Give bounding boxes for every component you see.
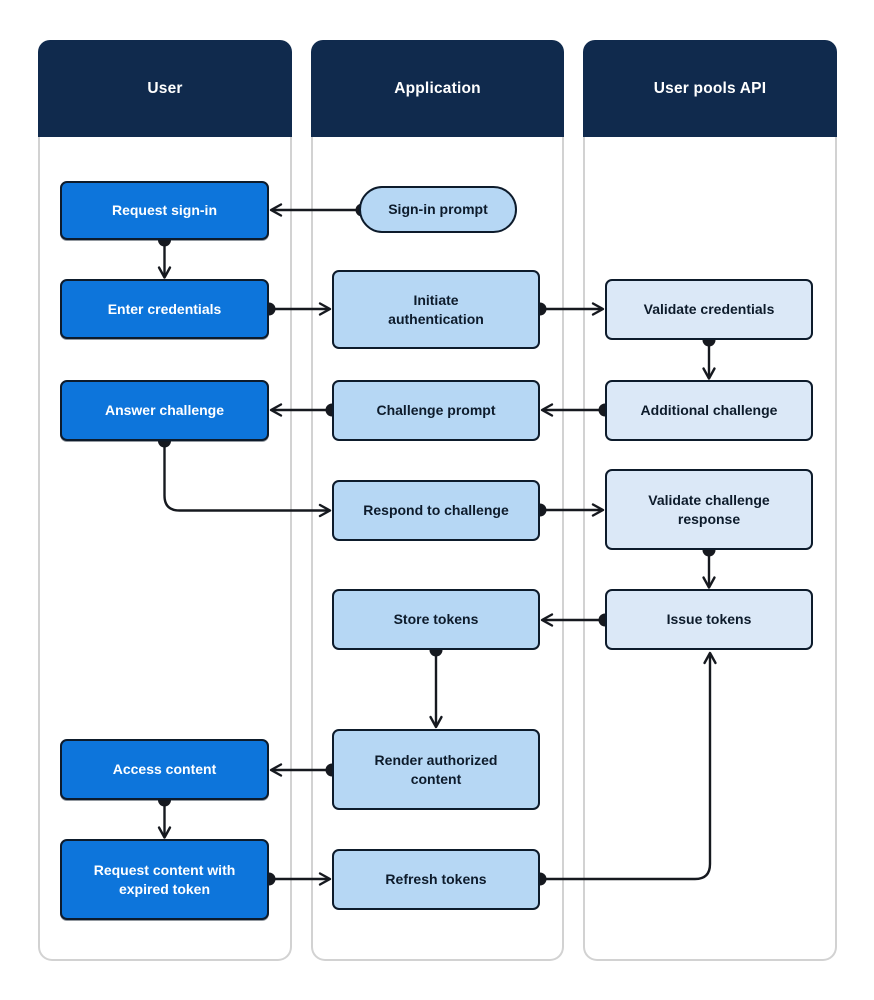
node-label: Render authorized content [374, 752, 498, 787]
node-label: Validate credentials [643, 301, 775, 318]
node-challenge-prompt: Challenge prompt [332, 380, 540, 441]
node-request-sign-in: Request sign-in [60, 181, 269, 240]
node-label: Initiate authentication [388, 292, 484, 327]
node-label: Respond to challenge [363, 502, 509, 519]
node-request-content-with-expired-token: Request content with expired token [60, 839, 269, 920]
lane-body-user [38, 137, 292, 961]
node-sign-in-prompt: Sign-in prompt [359, 186, 517, 233]
lane-header-application: Application [311, 40, 564, 137]
lane-body-application [311, 137, 564, 961]
node-label: Validate challenge response [648, 492, 770, 527]
node-issue-tokens: Issue tokens [605, 589, 813, 650]
node-store-tokens: Store tokens [332, 589, 540, 650]
node-additional-challenge: Additional challenge [605, 380, 813, 441]
node-label: Request content with expired token [93, 862, 236, 897]
node-render-authorized-content: Render authorized content [332, 729, 540, 810]
node-respond-to-challenge: Respond to challenge [332, 480, 540, 541]
node-label: Store tokens [393, 611, 479, 628]
lane-header-user: User [38, 40, 292, 137]
node-label: Challenge prompt [376, 402, 496, 419]
node-label: Sign-in prompt [388, 201, 488, 218]
lane-title: User [147, 79, 183, 97]
node-label: Request sign-in [111, 202, 217, 219]
lane-title: User pools API [653, 79, 767, 97]
node-refresh-tokens: Refresh tokens [332, 849, 540, 910]
node-validate-challenge-response: Validate challenge response [605, 469, 813, 550]
node-label: Answer challenge [104, 402, 225, 419]
lane-user: User [38, 40, 292, 961]
lane-header-user-pools-api: User pools API [583, 40, 837, 137]
node-label: Access content [112, 761, 217, 778]
node-label: Enter credentials [107, 300, 222, 317]
node-label: Issue tokens [666, 611, 752, 628]
node-validate-credentials: Validate credentials [605, 279, 813, 340]
node-initiate-authentication: Initiate authentication [332, 270, 540, 349]
node-label: Refresh tokens [385, 871, 487, 888]
node-access-content: Access content [60, 739, 269, 800]
node-label: Additional challenge [640, 402, 778, 419]
node-answer-challenge: Answer challenge [60, 380, 269, 441]
node-enter-credentials: Enter credentials [60, 279, 269, 339]
lane-title: Application [394, 79, 481, 97]
